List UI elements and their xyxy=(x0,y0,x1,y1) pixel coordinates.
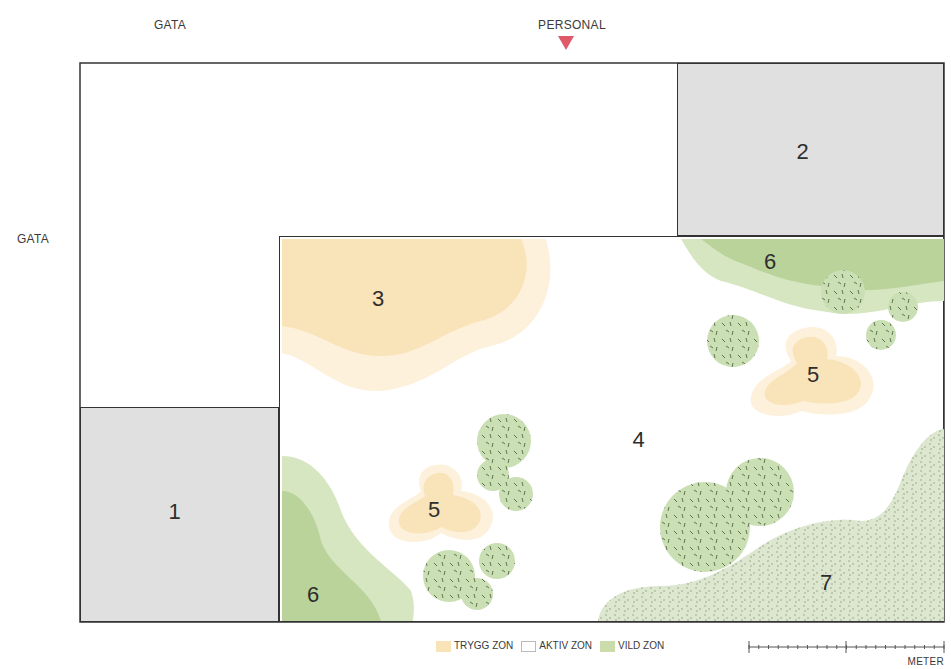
callout-number: 3 xyxy=(372,288,384,310)
safe-zone: 3 xyxy=(280,237,570,397)
legend-swatch xyxy=(600,641,615,652)
legend-swatch xyxy=(436,641,451,652)
street-label: GATA xyxy=(17,233,49,245)
legend-swatch xyxy=(521,641,536,652)
street-label: GATA xyxy=(154,19,186,31)
zone-outline xyxy=(280,451,420,623)
callout-number: 6 xyxy=(307,584,319,606)
safe-zone: 5 xyxy=(741,316,886,426)
legend-text: AKTIV ZON xyxy=(539,641,592,651)
scale-unit: METER xyxy=(908,657,945,667)
callout-number: 5 xyxy=(428,499,440,521)
callout-number: 6 xyxy=(764,251,776,273)
schoolyard-area: 4 3 6 5 5 6 7 xyxy=(279,236,944,622)
callout-number: 5 xyxy=(807,364,819,386)
zone-outline xyxy=(280,237,570,397)
callout-number: 1 xyxy=(168,501,180,523)
zone-outline xyxy=(596,426,946,623)
entrance-label: PERSONAL xyxy=(538,19,606,31)
legend-text: VILD ZON xyxy=(618,641,664,651)
callout-number: 2 xyxy=(796,141,808,163)
wild-zone: 6 xyxy=(280,451,420,623)
callout-number: 7 xyxy=(820,572,832,594)
legend-text: TRYGG ZON xyxy=(454,641,513,651)
building-block: 1 xyxy=(80,407,279,622)
wild-zone: 7 xyxy=(596,426,946,623)
callout-number: 4 xyxy=(632,429,644,451)
building-block: 2 xyxy=(677,63,944,236)
